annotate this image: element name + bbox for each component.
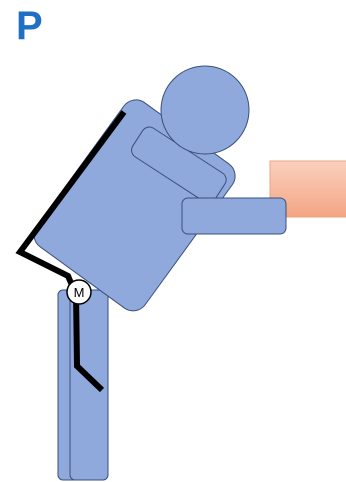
head bbox=[161, 66, 249, 154]
motor-icon: M bbox=[67, 280, 91, 304]
forearm bbox=[182, 198, 286, 234]
motor-label: M bbox=[74, 285, 85, 300]
